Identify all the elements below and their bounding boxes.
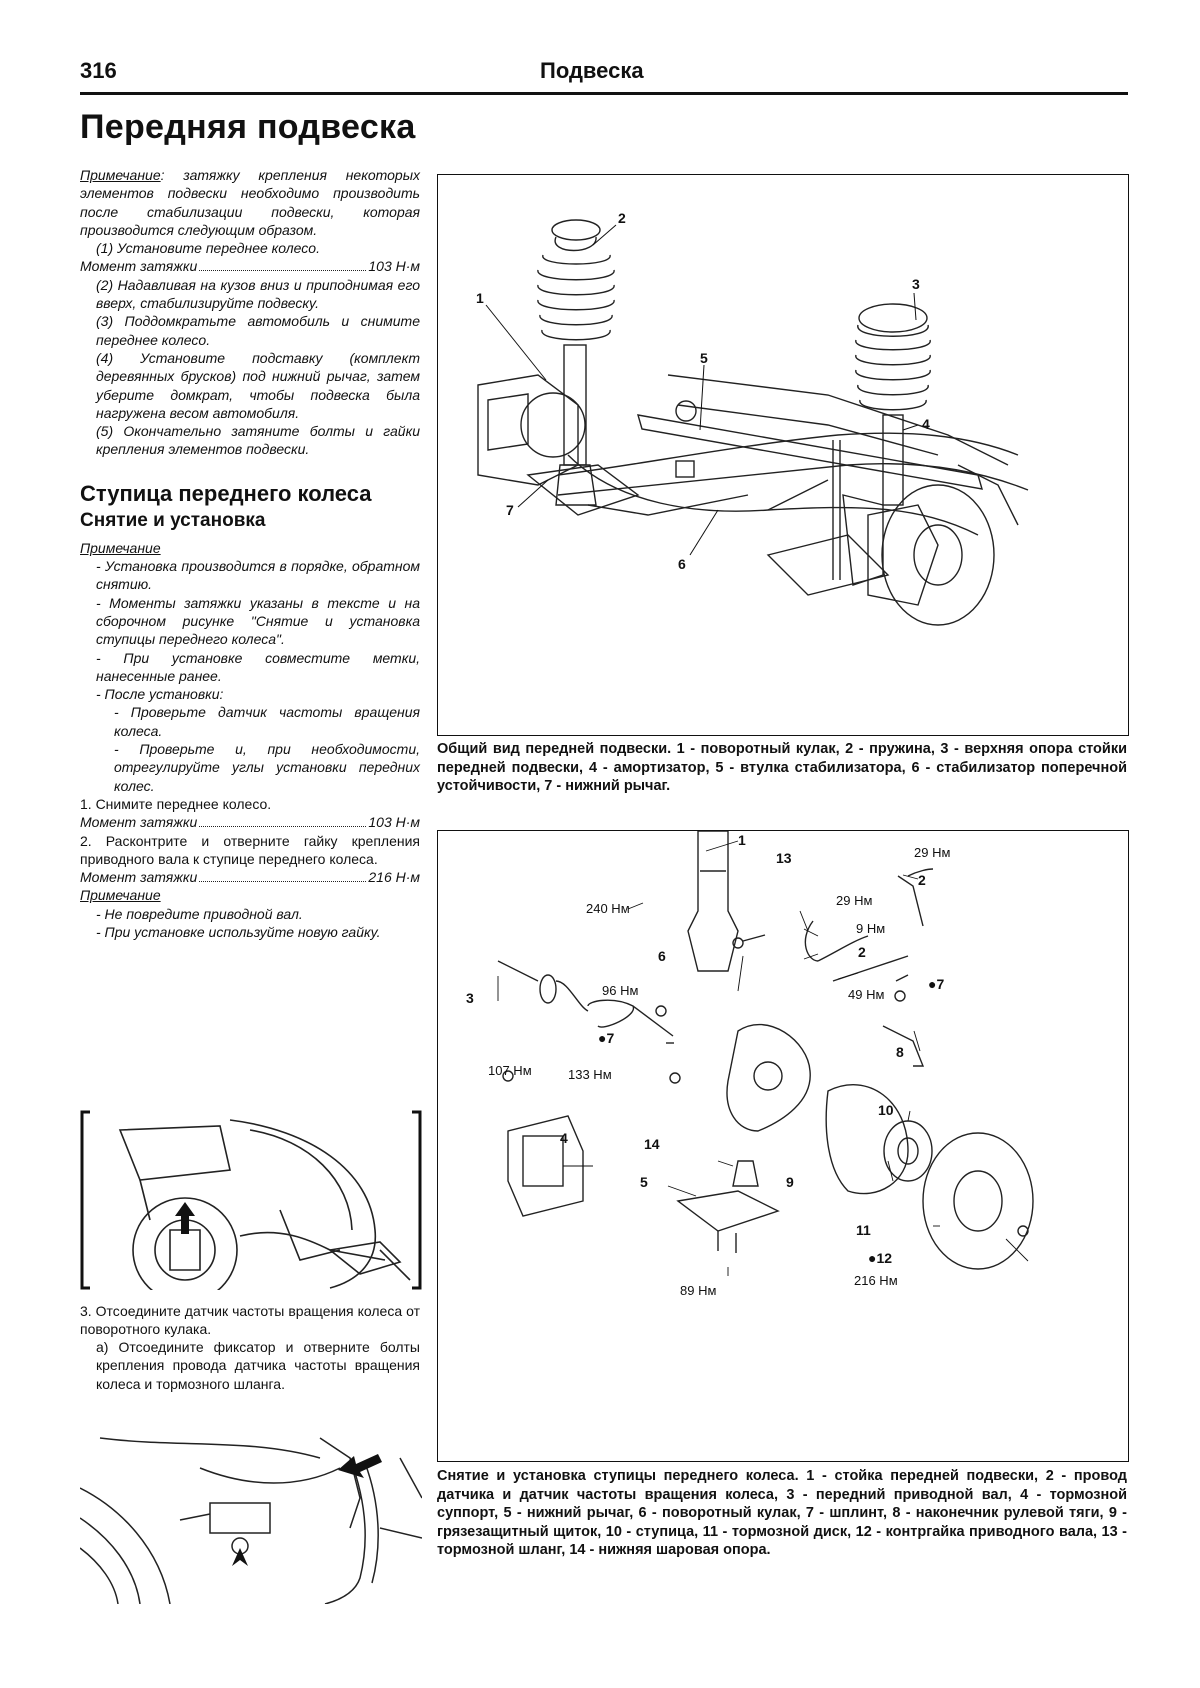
hub-step-3: 3. Отсоедините датчик частоты вращения к… <box>80 1303 420 1338</box>
suspension-overview-figure: 1 2 3 4 5 6 7 <box>437 174 1129 736</box>
figure1-caption: Общий вид передней подвески. 1 - поворот… <box>437 741 1127 794</box>
callout-13: 13 <box>776 850 792 866</box>
callout-2: 2 <box>918 872 926 888</box>
intro-step-2: (2) Надавливая на кузов вниз и приподним… <box>96 276 420 312</box>
callout-14: 14 <box>644 1136 660 1152</box>
section-title: Подвеска <box>540 58 644 83</box>
callout-11: 11 <box>856 1222 871 1238</box>
torque-133nm: 133 Нм <box>568 1067 612 1082</box>
callout-4: 4 <box>922 416 930 432</box>
callout-7: ●7 <box>928 976 944 992</box>
torque-29nm: 29 Нм <box>914 845 950 860</box>
hub-step-3a: а) Отсоедините фиксатор и отверните болт… <box>96 1339 420 1392</box>
hub-removal-figure: 1 2 2 3 4 5 6 ●7 ●7 8 9 10 11 ●12 13 14 … <box>437 830 1129 1462</box>
hub-note2-label: Примечание <box>80 887 161 904</box>
callout-3: 3 <box>912 276 920 292</box>
sensor-bracket-photo <box>79 1428 423 1605</box>
left-column: Примечание: затяжку крепления некоторых … <box>80 166 420 941</box>
torque-89nm: 89 Нм <box>680 1283 716 1298</box>
callout-10: 10 <box>878 1102 894 1118</box>
torque-9nm: 9 Нм <box>856 921 885 936</box>
hub-note-item: - Установка производится в порядке, обра… <box>96 558 420 593</box>
callout-8: 8 <box>896 1044 904 1060</box>
callout-7: 7 <box>506 502 514 518</box>
torque-107nm: 107 Нм <box>488 1063 532 1078</box>
hub-note-item: - Моменты затяжки указаны в тексте и на … <box>96 594 420 648</box>
callout-5: 5 <box>700 350 708 366</box>
page-header: 316 Подвеска <box>80 56 1128 95</box>
page-number: 316 <box>80 58 117 83</box>
hub-note-item: - После установки: <box>96 686 224 703</box>
hub-step-2: 2. Расконтрите и отверните гайку креплен… <box>80 832 420 867</box>
callout-4: 4 <box>560 1130 568 1146</box>
callout-1: 1 <box>476 290 484 306</box>
callout-6: 6 <box>678 556 686 572</box>
torque-216nm: 216 Нм <box>854 1273 898 1288</box>
callout-5: 5 <box>640 1174 648 1190</box>
torque-96nm: 96 Нм <box>602 983 638 998</box>
intro-step-3: (3) Поддомкратьте автомобиль и снимите п… <box>96 313 420 348</box>
main-title: Передняя подвеска <box>80 108 416 146</box>
hub-note2-item: - При установке используйте новую гайку. <box>96 923 381 940</box>
intro-step-4: (4) Установите подставку (комплект дерев… <box>96 349 420 421</box>
hub-section-subtitle: Снятие и установка <box>80 509 266 531</box>
intro-step-1: (1) Установите переднее колесо. <box>96 240 320 257</box>
callout-2: 2 <box>618 210 626 226</box>
hub-note-item: - Проверьте и, при необходимости, отрегу… <box>114 741 420 794</box>
callout-9: 9 <box>786 1174 794 1190</box>
torque-240nm: 240 Нм <box>586 901 630 916</box>
torque-29nm: 29 Нм <box>836 893 872 908</box>
callout-3: 3 <box>466 990 474 1006</box>
intro-note: Примечание: затяжку крепления некоторых … <box>80 167 420 238</box>
hub-note-item: - При установке совместите метки, нанесе… <box>96 649 420 684</box>
hub-section-title: Ступица переднего колеса <box>80 480 372 506</box>
intro-step-5: (5) Окончательно затяните болты и гайки … <box>96 423 420 458</box>
callout-7: ●7 <box>598 1030 614 1046</box>
hub-nut-photo <box>80 1110 422 1303</box>
hub-note2-item: - Не повредите приводной вал. <box>96 905 303 922</box>
callout-12: ●12 <box>868 1250 892 1266</box>
figure2-caption: Снятие и установка ступицы переднего кол… <box>437 1468 1127 1558</box>
hub-note-item: - Проверьте датчик частоты вращения коле… <box>114 704 420 739</box>
callout-6: 6 <box>658 948 666 964</box>
hub-step-1: 1. Снимите переднее колесо. <box>80 795 272 812</box>
callout-2: 2 <box>858 944 866 960</box>
hub-note-label: Примечание <box>80 539 161 556</box>
callout-1: 1 <box>738 832 746 848</box>
torque-49nm: 49 Нм <box>848 987 884 1002</box>
